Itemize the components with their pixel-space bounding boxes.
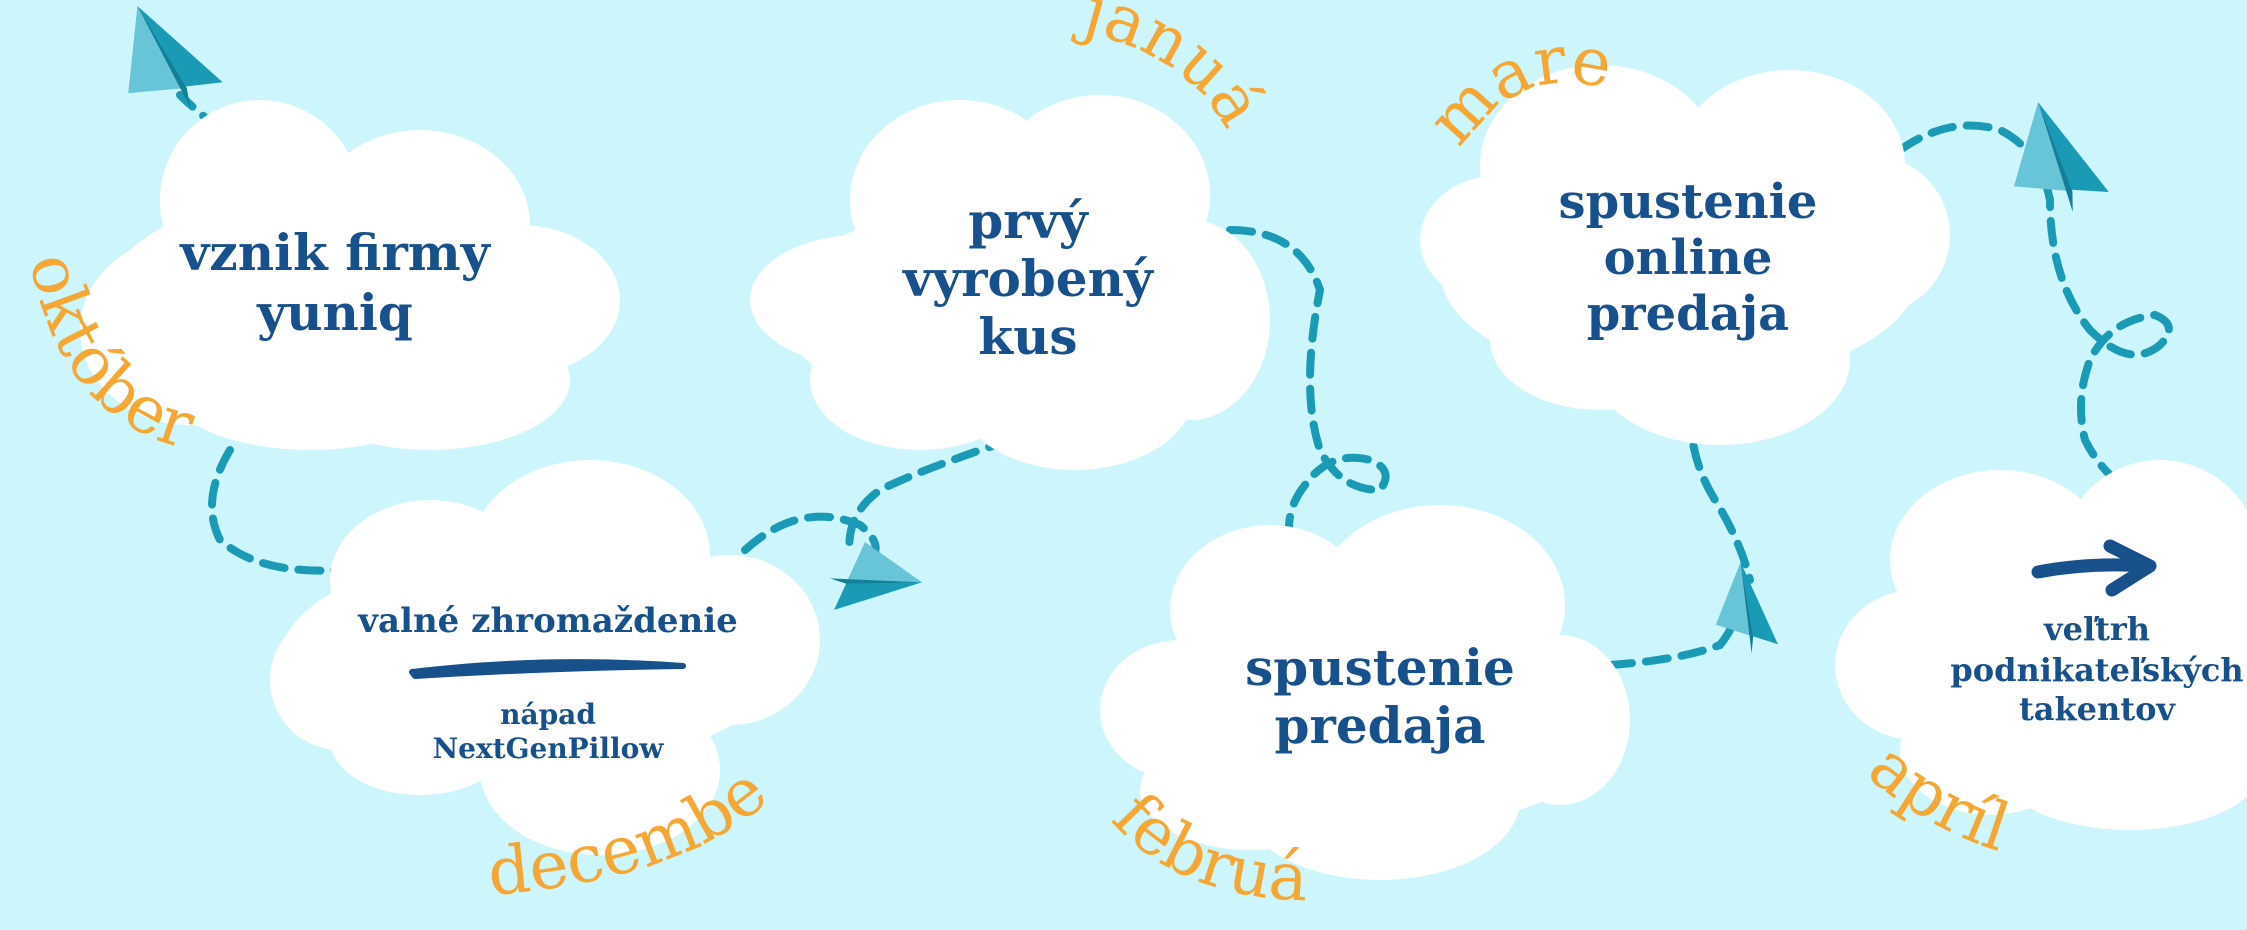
m6-line-2: podnikateľských	[1950, 651, 2243, 689]
m2-title: valné zhromaždenie	[357, 601, 738, 641]
m3-line-2: vyrobený	[902, 249, 1155, 308]
m5-line-1: spustenie	[1559, 174, 1818, 230]
cloud-m4: spustenie predaja	[1100, 505, 1630, 880]
cloud-icon	[1420, 65, 1950, 445]
cloud-m6: veľtrh podnikateľských takentov	[1835, 460, 2247, 830]
cloud-icon	[80, 100, 620, 450]
m2-sub-1: nápad	[500, 698, 596, 731]
m5-line-3: predaja	[1587, 286, 1790, 342]
cloud-m5: spustenie online predaja	[1420, 65, 1950, 445]
cloud-m2: valné zhromaždenie nápad NextGenPillow	[270, 460, 820, 855]
paper-plane-icon	[2014, 102, 2109, 213]
m4-line-2: predaja	[1275, 696, 1486, 755]
m2-sub-2: NextGenPillow	[433, 732, 665, 765]
cloud-icon	[750, 95, 1270, 470]
m6-line-3: takentov	[2019, 690, 2176, 728]
cloud-m1: vznik firmy yuniq	[80, 100, 620, 450]
paper-plane-icon	[829, 542, 922, 610]
paper-plane-icon	[1715, 562, 1778, 654]
m3-line-1: prvý	[968, 191, 1089, 250]
brush-stroke-icon	[409, 659, 686, 679]
m3-line-3: kus	[978, 307, 1077, 366]
m5-line-2: online	[1604, 230, 1773, 286]
arrow-right-icon	[2031, 539, 2157, 597]
m6-line-1: veľtrh	[2043, 610, 2150, 648]
cloud-icon	[1100, 505, 1630, 880]
m1-line-2: yuniq	[256, 283, 413, 342]
m4-line-1: spustenie	[1245, 638, 1515, 697]
paper-plane-icon	[128, 6, 223, 109]
cloud-m3: prvý vyrobený kus	[750, 95, 1270, 470]
m1-line-1: vznik firmy	[179, 223, 491, 282]
cloud-icon	[1835, 460, 2247, 830]
